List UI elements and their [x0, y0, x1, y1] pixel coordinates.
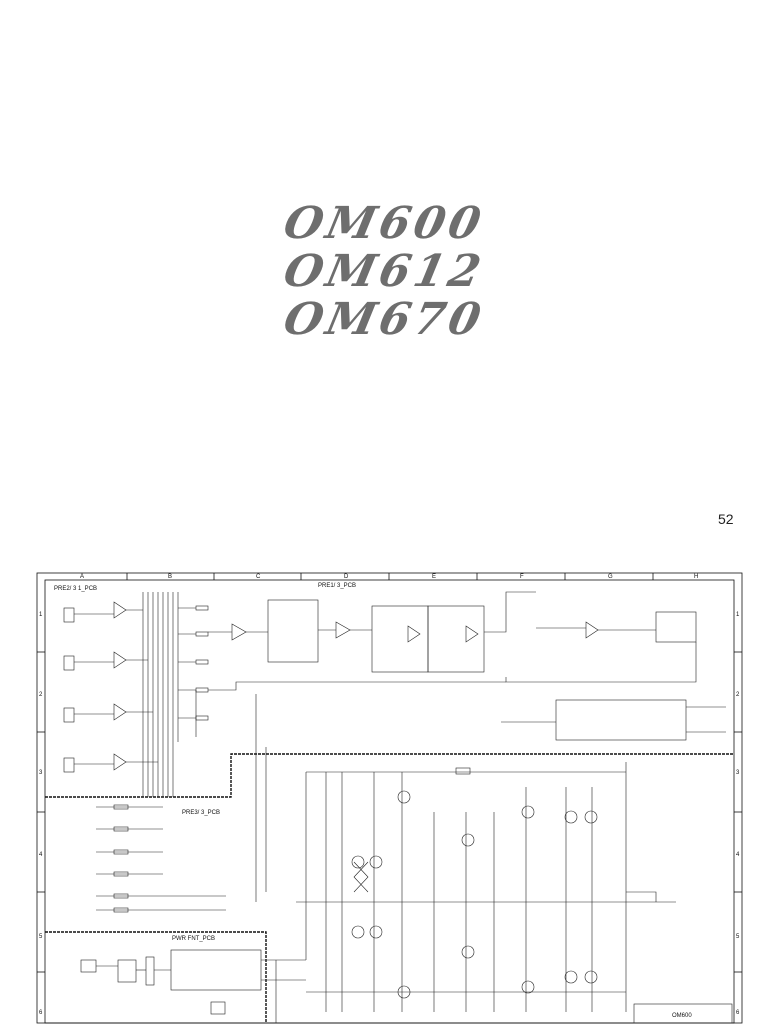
column-label: D [344, 574, 349, 580]
schematic-drawing [36, 572, 743, 1024]
model-title-2: OM612 [279, 246, 489, 297]
title-block-label: OM600 [672, 1013, 692, 1019]
row-label: 1 [39, 612, 43, 618]
column-label: A [80, 574, 85, 580]
row-label: 1 [736, 612, 740, 618]
row-label: 4 [736, 852, 740, 858]
row-label: 5 [39, 934, 43, 940]
column-label: F [520, 574, 524, 580]
block-label-pre3: PRE3/ 3_PCB [182, 810, 221, 816]
row-label: 5 [736, 934, 740, 940]
column-label: C [256, 574, 261, 580]
row-label: 6 [39, 1010, 43, 1016]
block-label-pre2: PRE2/ 3 1_PCB [54, 586, 98, 592]
row-label: 2 [736, 692, 740, 698]
row-label: 6 [736, 1010, 740, 1016]
model-title-1: OM600 [279, 198, 489, 249]
model-title-3: OM670 [279, 294, 489, 345]
model-titles: OM600 OM612 OM670 [0, 198, 768, 345]
column-label: E [432, 574, 437, 580]
row-label: 3 [736, 770, 740, 776]
page-number: 52 [718, 511, 734, 527]
block-label-pre1: PRE1/ 3_PCB [318, 583, 357, 589]
row-label: 3 [39, 770, 43, 776]
column-label: H [694, 574, 699, 580]
column-label: B [168, 574, 173, 580]
row-label: 4 [39, 852, 43, 858]
row-label: 2 [39, 692, 43, 698]
circuit-schematic: A B C D E F G H 1 2 3 4 5 6 1 2 3 4 5 6 … [36, 572, 744, 1024]
block-label-pwr: PWR FNT_PCB [172, 936, 216, 942]
column-label: G [608, 574, 613, 580]
